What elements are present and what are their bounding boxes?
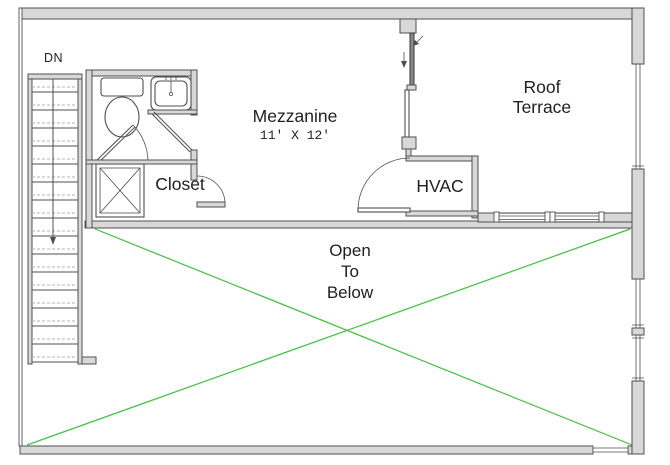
room-label-roof-terrace: Roof Terrace bbox=[480, 77, 604, 117]
mezzanine-dimensions: 11' X 12' bbox=[259, 128, 331, 143]
stairs-down-label: DN bbox=[44, 51, 64, 65]
roof-terrace-line1: Roof bbox=[523, 77, 561, 97]
bottom-wall-window bbox=[592, 446, 629, 454]
room-label-open-to-below: Open To Below bbox=[300, 240, 400, 303]
sink-fixture bbox=[150, 76, 192, 111]
staircase bbox=[27, 73, 97, 365]
mezzanine-edge-wall bbox=[84, 220, 633, 229]
perimeter-walls bbox=[18, 7, 645, 455]
right-wall-windows bbox=[632, 63, 644, 381]
roof-terrace-south-wall bbox=[477, 211, 633, 223]
roof-terrace-line2: Terrace bbox=[512, 97, 572, 117]
mezzanine-name: Mezzanine bbox=[252, 106, 338, 126]
closet-door-swing bbox=[196, 175, 226, 203]
hvac-room-walls bbox=[405, 148, 479, 219]
toilet-fixture bbox=[100, 77, 144, 138]
shaft-x-box bbox=[95, 163, 145, 218]
room-label-mezzanine: Mezzanine 11' X 12' bbox=[225, 106, 365, 144]
bathroom-entry-door bbox=[151, 111, 193, 153]
hvac-door-swing bbox=[357, 157, 411, 213]
open-to-below-x-marks bbox=[26, 228, 633, 446]
open-to-below-line1: Open bbox=[329, 241, 371, 260]
bathroom-door-swing bbox=[94, 124, 149, 165]
stairs-direction-arrow-icon bbox=[50, 237, 56, 245]
open-to-below-line2: To bbox=[341, 262, 359, 281]
open-to-below-line3: Below bbox=[326, 283, 374, 302]
room-label-closet: Closet bbox=[155, 174, 205, 194]
closet-walls bbox=[85, 159, 226, 208]
sliding-door-partition bbox=[399, 18, 424, 150]
room-label-hvac: HVAC bbox=[416, 176, 464, 196]
